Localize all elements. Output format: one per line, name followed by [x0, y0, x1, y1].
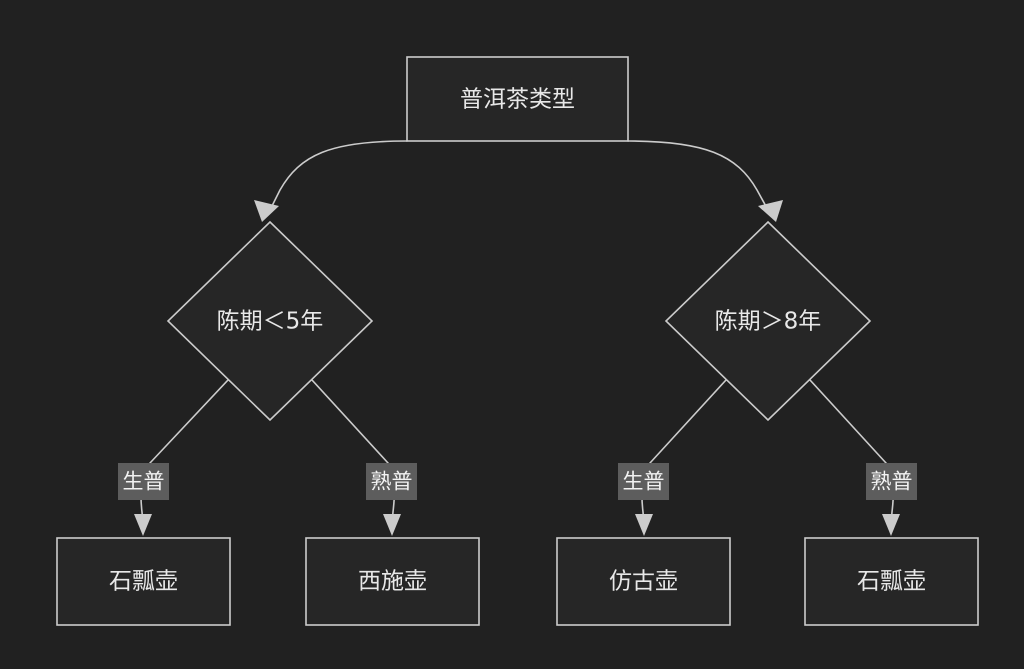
arrowhead-root-right: [758, 200, 783, 222]
edge-path-left-leaf2: [311, 379, 396, 525]
node-leaf-3-label: 仿古壶: [609, 569, 678, 595]
node-decision-left[interactable]: 陈期＜5年: [166, 220, 374, 422]
edge-root-to-decision-right: [627, 140, 783, 222]
node-decision-left-label: 陈期＜5年: [217, 309, 324, 335]
edge-path-root-left: [269, 140, 408, 211]
edge-label-2-chip: [366, 463, 417, 500]
edge-label-3-text: 生普: [623, 470, 665, 494]
node-leaf-2[interactable]: 西施壶: [305, 537, 480, 626]
edge-label-4-text: 熟普: [871, 470, 913, 494]
arrowhead-right-leaf3: [635, 514, 653, 536]
edge-path-right-leaf4: [809, 379, 895, 525]
edge-label-3: 生普: [618, 463, 669, 500]
node-leaf-2-label: 西施壶: [358, 569, 427, 595]
node-decision-right[interactable]: 陈期＞8年: [664, 220, 872, 422]
edge-label-2-text: 熟普: [371, 470, 413, 494]
node-leaf-1-label: 石瓢壶: [109, 569, 178, 595]
node-decision-left-shape: [166, 220, 374, 422]
edge-label-4: 熟普: [866, 463, 917, 500]
edge-path-left-leaf1: [140, 379, 229, 525]
edge-decision-left-to-leaf-2: [311, 379, 401, 536]
arrowhead-left-leaf2: [383, 514, 401, 536]
node-decision-right-label: 陈期＞8年: [715, 309, 822, 335]
node-decision-right-shape: [664, 220, 872, 422]
edge-decision-right-to-leaf-4: [809, 379, 900, 536]
node-root-label: 普洱茶类型: [460, 87, 575, 113]
edge-label-1-text: 生普: [123, 470, 165, 494]
edge-path-right-leaf3: [641, 379, 727, 525]
node-root-box: [406, 56, 629, 142]
node-leaf-1-box: [56, 537, 231, 626]
node-leaf-4-label: 石瓢壶: [857, 569, 926, 595]
node-root[interactable]: 普洱茶类型: [406, 56, 629, 142]
arrowhead-right-leaf4: [882, 514, 900, 536]
node-leaf-4-box: [804, 537, 979, 626]
node-leaf-4[interactable]: 石瓢壶: [804, 537, 979, 626]
edge-path-root-right: [627, 140, 769, 211]
node-leaf-3-box: [556, 537, 731, 626]
edge-label-1: 生普: [118, 463, 169, 500]
node-leaf-1[interactable]: 石瓢壶: [56, 537, 231, 626]
edge-decision-left-to-leaf-1: [134, 379, 229, 536]
edge-decision-right-to-leaf-3: [635, 379, 727, 536]
edge-label-2: 熟普: [366, 463, 417, 500]
edge-root-to-decision-left: [254, 140, 408, 222]
node-leaf-3[interactable]: 仿古壶: [556, 537, 731, 626]
edge-label-3-chip: [618, 463, 669, 500]
edge-label-4-chip: [866, 463, 917, 500]
edge-label-1-chip: [118, 463, 169, 500]
node-leaf-2-box: [305, 537, 480, 626]
arrowhead-left-leaf1: [134, 514, 152, 536]
arrowhead-root-left: [254, 200, 279, 222]
